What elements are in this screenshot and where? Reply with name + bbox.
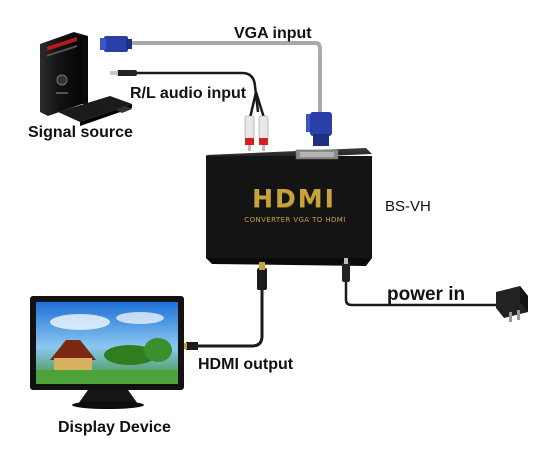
- hdmi-cable: [196, 290, 264, 348]
- vga-cable: [130, 41, 322, 115]
- vga-connector-icon: [306, 112, 332, 146]
- audio-jack-icon: [110, 70, 137, 76]
- model-label: BS-VH: [385, 198, 431, 215]
- dc-plug-icon: [342, 258, 350, 282]
- device-brand-logo: HDMI: [252, 184, 336, 213]
- audio-input-label: R/L audio input: [130, 85, 247, 102]
- power-cable: [344, 280, 498, 307]
- display-device-label: Display Device: [58, 419, 171, 436]
- keyboard-icon: [58, 96, 132, 126]
- power-in-label: power in: [387, 284, 466, 305]
- audio-cable: [135, 71, 260, 113]
- power-adapter-icon: [496, 286, 528, 322]
- rca-plugs-icon: [244, 115, 269, 151]
- vga-input-label: VGA input: [234, 25, 312, 42]
- pc-tower-icon: [40, 32, 88, 116]
- device-subtitle: CONVERTER VGA TO HDMI: [244, 216, 346, 224]
- monitor-icon: [30, 296, 184, 409]
- signal-source-label: Signal source: [28, 124, 133, 141]
- hdmi-plug-display-icon: [182, 342, 198, 350]
- vga-plug-icon: [100, 36, 132, 52]
- hdmi-output-label: HDMI output: [198, 356, 294, 373]
- converter-box: [206, 148, 372, 266]
- hdmi-plug-icon: [257, 262, 267, 290]
